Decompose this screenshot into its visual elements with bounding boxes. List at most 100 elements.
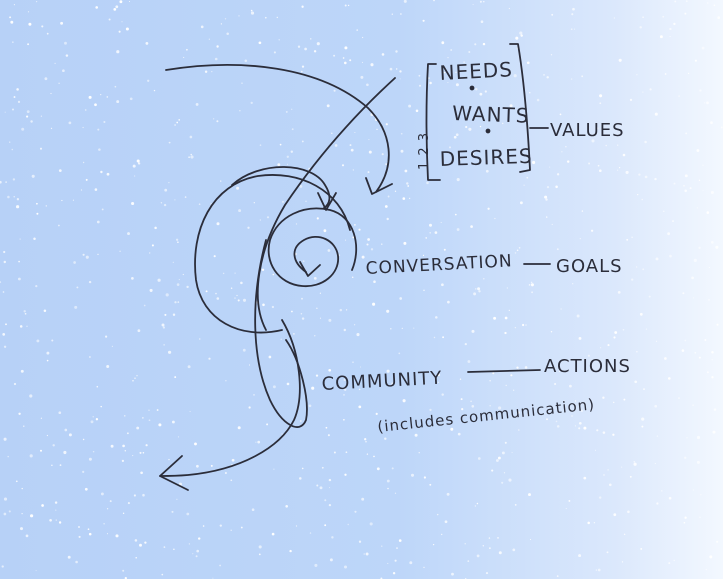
speckle xyxy=(299,477,302,480)
speckle xyxy=(384,437,387,440)
speckle xyxy=(132,164,136,168)
speckle xyxy=(301,5,304,8)
speckle xyxy=(67,555,71,559)
speckle xyxy=(264,16,267,19)
speckle xyxy=(399,297,403,300)
speckle xyxy=(259,219,261,221)
speckle xyxy=(571,13,574,16)
speckle xyxy=(470,400,472,403)
speckle xyxy=(543,74,545,76)
speckle xyxy=(391,13,393,15)
speckle xyxy=(498,551,502,555)
speckle xyxy=(316,307,318,309)
speckle xyxy=(213,255,216,258)
speckle xyxy=(23,425,25,427)
speckle xyxy=(508,478,512,482)
speckle xyxy=(684,339,687,342)
speckle xyxy=(684,456,687,459)
speckle xyxy=(108,18,111,21)
speckle xyxy=(473,292,477,296)
speckle xyxy=(590,229,594,232)
speckle xyxy=(375,412,378,415)
speckle xyxy=(400,13,402,15)
speckle xyxy=(122,512,125,514)
speckle xyxy=(629,98,633,102)
speckle xyxy=(526,61,530,65)
speckle xyxy=(672,220,674,223)
speckle xyxy=(476,502,479,505)
speckle xyxy=(574,425,576,427)
speckle xyxy=(115,5,119,9)
speckle xyxy=(504,316,508,320)
speckle xyxy=(394,492,397,494)
speckle xyxy=(450,49,453,51)
speckle xyxy=(19,238,21,240)
speckle xyxy=(293,333,295,335)
speckle xyxy=(605,144,607,147)
speckle xyxy=(121,21,123,23)
speckle xyxy=(449,146,451,149)
speckle xyxy=(563,400,565,403)
speckle xyxy=(433,0,435,2)
speckle xyxy=(700,494,702,496)
values-label: VALUES xyxy=(550,120,625,141)
top-sweep-arrowhead xyxy=(365,177,393,195)
speckle xyxy=(182,273,184,276)
speckle xyxy=(272,385,276,389)
speckle xyxy=(196,549,200,553)
speckle xyxy=(455,133,459,137)
speckle xyxy=(55,509,57,511)
speckle xyxy=(524,366,528,369)
speckle xyxy=(518,429,520,431)
speckle xyxy=(654,463,656,465)
speckle xyxy=(489,547,491,549)
speckle xyxy=(106,533,109,535)
speckle xyxy=(226,32,229,35)
speckle xyxy=(396,68,398,70)
speckle xyxy=(633,462,637,466)
speckle xyxy=(720,126,723,129)
speckle xyxy=(136,374,138,377)
speckle xyxy=(717,16,721,20)
speckle xyxy=(613,336,616,339)
speckle xyxy=(503,472,506,474)
speckle xyxy=(673,559,675,562)
speckle xyxy=(629,475,632,478)
speckle xyxy=(168,350,172,354)
speckle xyxy=(308,404,312,408)
speckle xyxy=(142,452,145,454)
speckle xyxy=(178,119,181,121)
speckle xyxy=(148,409,150,411)
speckle xyxy=(115,534,119,538)
speckle xyxy=(501,122,504,125)
speckle xyxy=(368,150,372,154)
speckle xyxy=(23,310,26,313)
speckle xyxy=(63,450,67,455)
speckle xyxy=(531,291,533,294)
speckle xyxy=(299,184,303,188)
speckle xyxy=(450,427,454,431)
speckle xyxy=(560,308,562,310)
speckle xyxy=(168,181,170,184)
speckle xyxy=(705,568,708,571)
speckle xyxy=(643,388,645,390)
speckle xyxy=(412,267,414,269)
speckle xyxy=(62,69,65,73)
speckle xyxy=(20,369,24,373)
speckle xyxy=(704,102,706,104)
speckle xyxy=(387,195,390,198)
speckle xyxy=(455,71,457,73)
speckle xyxy=(645,328,648,330)
speckle xyxy=(613,513,617,517)
speckle xyxy=(639,312,643,316)
speckle xyxy=(236,186,240,190)
speckle xyxy=(174,124,176,126)
speckle xyxy=(88,95,92,99)
speckle xyxy=(644,140,647,144)
speckle xyxy=(127,502,130,505)
goals-label: GOALS xyxy=(556,256,623,277)
speckle xyxy=(662,15,665,18)
speckle xyxy=(151,244,154,247)
speckle xyxy=(644,175,648,179)
speckle xyxy=(522,323,525,327)
